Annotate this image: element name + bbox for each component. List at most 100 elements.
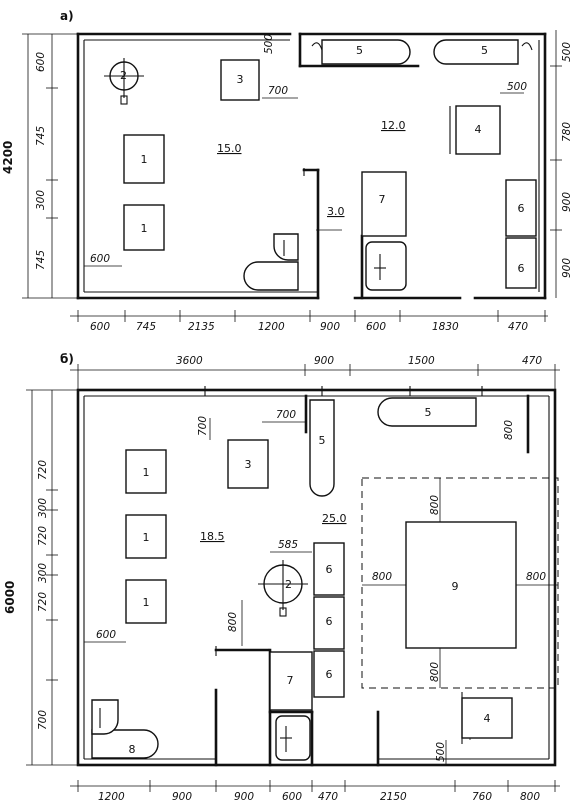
plan-b-fixture-3: 3 — [227, 439, 269, 489]
plan-b-fixture-9-table: 9 — [405, 521, 517, 649]
plan-a-bathtub — [365, 241, 407, 291]
svg-text:5: 5 — [356, 44, 363, 57]
svg-text:2: 2 — [285, 578, 292, 591]
svg-text:5: 5 — [425, 406, 432, 419]
plan-a-area: 12.0 — [381, 119, 406, 132]
plan-a-bottom-dim: 1200 — [258, 321, 285, 333]
svg-text:3: 3 — [245, 458, 252, 471]
plan-a-fixture-3: 3 — [220, 59, 260, 101]
plan-a-overall-height: 4200 — [1, 141, 15, 174]
plan-b-left-dim: 300 — [37, 498, 49, 518]
svg-text:3: 3 — [237, 73, 244, 86]
plan-a-right-dims: 500 780 900 900 — [550, 30, 573, 298]
plan-b-bottom-dim: 900 — [234, 791, 254, 803]
svg-text:1: 1 — [143, 466, 150, 479]
svg-text:1: 1 — [141, 222, 148, 235]
plan-b-left-dim: 720 — [37, 460, 49, 480]
plan-a-left-dims: 4200 600 745 300 745 — [1, 33, 78, 299]
plan-a-left-dim: 300 — [35, 190, 47, 210]
svg-text:6: 6 — [326, 615, 333, 628]
plan-b-top-dims: 3600 900 1500 470 — [70, 355, 560, 390]
svg-text:4: 4 — [475, 123, 482, 136]
plan-a-area: 3.0 — [327, 205, 345, 218]
plan-a-bottom-dim: 600 — [90, 321, 110, 333]
plan-a-fixture-6b: 6 — [505, 237, 537, 289]
plan-a-inner-dim: 500 — [507, 81, 527, 93]
plan-b-top-dim: 470 — [522, 355, 542, 367]
plan-a-bottom-dim: 1830 — [432, 321, 459, 333]
plan-a-fixture-5b: 5 — [433, 39, 533, 65]
plan-b-top-dim: 900 — [314, 355, 334, 367]
plan-b-inner-dim: 700 — [276, 409, 296, 421]
plan-b-left-dim: 720 — [37, 526, 49, 546]
plan-b-fixture-1a: 1 — [125, 449, 167, 494]
plan-b-inner-dim: 800 — [526, 571, 546, 583]
plan-a-inner-dim: 500 — [263, 34, 275, 54]
plan-b-bottom-dim: 800 — [520, 791, 540, 803]
svg-text:6: 6 — [518, 202, 525, 215]
plan-b-fixture-5a: 5 — [309, 399, 335, 497]
plan-b-left-dim: 720 — [37, 592, 49, 612]
plan-a-inner-dim: 700 — [268, 85, 288, 97]
plan-b-fixture-2-stove: 2 — [258, 560, 308, 617]
plan-b-fixture-1c: 1 — [125, 579, 167, 624]
svg-text:1: 1 — [143, 596, 150, 609]
plan-a-fixture-7: 7 — [361, 171, 407, 237]
plan-b-dining-zone — [361, 477, 559, 689]
plan-b-overall-height: 6000 — [3, 581, 17, 614]
plan-b-fixture-1b: 1 — [125, 514, 167, 559]
plan-b-label: б) — [60, 352, 74, 366]
plan-b-left-dim: 700 — [37, 710, 49, 730]
plan-a-left-dim: 745 — [35, 126, 47, 146]
plan-b-area: 25.0 — [322, 512, 347, 525]
plan-a-right-dim: 500 — [561, 42, 573, 62]
plan-a-fixture-6a: 6 — [505, 179, 537, 237]
plan-b-bathtub — [275, 715, 311, 761]
svg-text:6: 6 — [518, 262, 525, 275]
plan-b-inner-dim: 800 — [429, 662, 441, 682]
svg-text:2: 2 — [120, 69, 127, 82]
plan-b-fixture-8-toilet: 8 — [91, 699, 159, 759]
svg-text:1: 1 — [143, 531, 150, 544]
plan-b-walls — [76, 386, 557, 767]
svg-text:9: 9 — [452, 580, 459, 593]
plan-b-bottom-dims: 1200 900 900 600 470 2150 760 800 — [70, 780, 560, 803]
svg-text:7: 7 — [287, 674, 294, 687]
plan-b-inner-dim: 700 — [197, 416, 209, 436]
plan-b-bottom-dim: 900 — [172, 791, 192, 803]
plan-a-right-dim: 900 — [561, 258, 573, 278]
plan-a-bottom-dim: 900 — [320, 321, 340, 333]
svg-text:5: 5 — [319, 434, 326, 447]
plan-a-left-dim: 745 — [35, 250, 47, 270]
plan-a-inner-dim: 600 — [90, 253, 110, 265]
plan-b-fixture-5b: 5 — [377, 397, 477, 427]
plan-a-area: 15.0 — [217, 142, 242, 155]
plan-a-bottom-dim: 745 — [136, 321, 156, 333]
plan-a-toilet — [243, 233, 299, 291]
plan-b-inner-dim: 600 — [96, 629, 116, 641]
plan-a-bottom-dim: 2135 — [188, 321, 215, 333]
plan-b-bottom-dim: 1200 — [98, 791, 125, 803]
plan-b-fixture-4: 4 — [461, 692, 513, 744]
plan-b-bottom-dim: 760 — [472, 791, 492, 803]
svg-text:6: 6 — [326, 563, 333, 576]
plan-b: б) 3600 900 1500 470 — [3, 352, 560, 803]
plan-b-fixture-6b: 6 — [313, 596, 345, 650]
plan-b-top-dim: 1500 — [408, 355, 435, 367]
plan-a-label: а) — [60, 9, 74, 23]
plan-b-fixture-6c: 6 — [313, 650, 345, 698]
plan-b-fixture-7: 7 — [269, 651, 313, 711]
plan-a-right-dim: 780 — [561, 122, 573, 142]
svg-text:7: 7 — [379, 193, 386, 206]
plan-a-left-dim: 600 — [35, 52, 47, 72]
svg-text:4: 4 — [484, 712, 491, 725]
plan-b-area: 18.5 — [200, 530, 225, 543]
plan-a-fixture-1b: 1 — [123, 204, 165, 251]
plan-b-bottom-dim: 470 — [318, 791, 338, 803]
plan-b-inner-dim: 585 — [278, 539, 298, 551]
plan-b-top-dim: 3600 — [176, 355, 203, 367]
svg-text:5: 5 — [481, 44, 488, 57]
plan-b-inner-dim: 800 — [372, 571, 392, 583]
plan-a-fixture-1a: 1 — [123, 134, 165, 184]
